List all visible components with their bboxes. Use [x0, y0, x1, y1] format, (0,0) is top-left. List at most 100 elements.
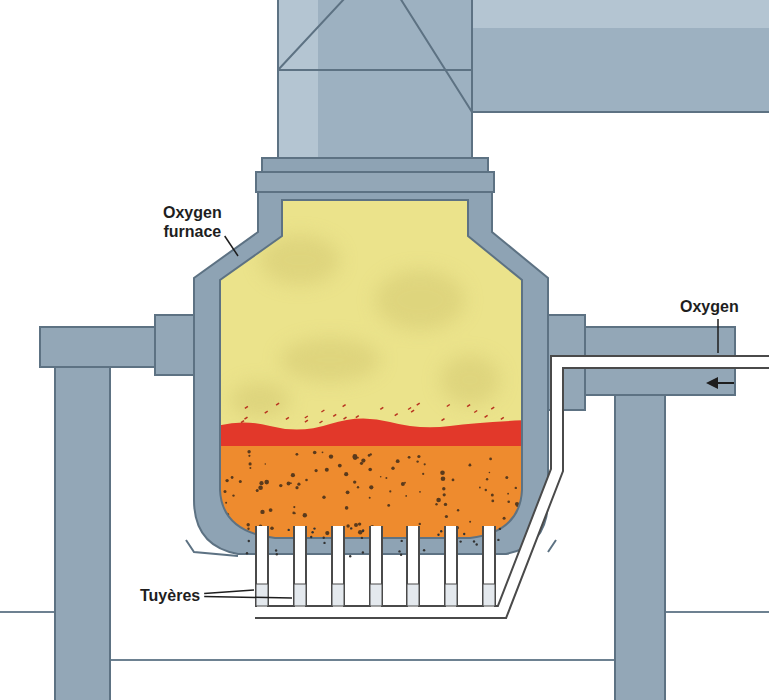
bubble-dot: [435, 503, 437, 505]
bubble-dot: [269, 508, 273, 512]
drawing-part: [230, 235, 500, 418]
leader-line: [204, 597, 292, 599]
spark-mark: [467, 405, 470, 407]
drawing-part: [255, 362, 769, 612]
bubble-dot: [247, 528, 249, 530]
bubble-dot: [323, 542, 325, 544]
bubble-dot: [362, 551, 364, 553]
bubble-dot: [419, 491, 421, 493]
leader-line: [717, 319, 719, 353]
bubble-dot: [291, 473, 295, 477]
bubble-dot: [368, 468, 372, 472]
bubble-dot: [509, 527, 513, 531]
spark-mark: [344, 417, 347, 419]
bubble-dot: [338, 464, 342, 468]
bubble-dot: [459, 540, 461, 542]
bubble-dot: [515, 487, 517, 489]
bubble-dot: [361, 537, 363, 539]
drawing-part: [278, 0, 472, 164]
bubble-dot: [303, 513, 307, 517]
bubble-dot: [360, 462, 363, 465]
bubble-dot: [440, 470, 445, 475]
spark-mark: [265, 411, 268, 413]
drawing-part: [110, 659, 615, 661]
spark-mark: [320, 421, 323, 423]
drawing-part: [470, 111, 769, 113]
bubble-dot: [445, 515, 448, 518]
bubble-dot: [260, 510, 264, 514]
bubble-dot: [325, 468, 329, 472]
bubble-dot: [232, 494, 234, 496]
bubble-dot: [239, 480, 242, 483]
drawing-part: [470, 0, 769, 28]
bubble-dot: [437, 534, 439, 536]
bubble-dot: [275, 549, 277, 551]
bubble-dot: [362, 530, 364, 532]
tuyere-tube: [333, 526, 343, 612]
spark-mark: [305, 420, 308, 422]
drawing-part: [55, 367, 110, 700]
tuyere-tube: [482, 526, 496, 612]
bubble-dot: [419, 523, 421, 525]
bubble-dot: [224, 490, 227, 493]
bubble-dot: [313, 527, 315, 529]
bubble-dot: [485, 489, 487, 491]
bubble-dot: [389, 490, 391, 492]
bubble-dot: [248, 540, 250, 542]
spark-mark: [245, 406, 248, 408]
spark-mark: [447, 405, 450, 407]
drawing-part: [220, 200, 522, 538]
bubble-dot: [405, 495, 407, 497]
spark-mark: [442, 419, 445, 421]
drawing-part: [210, 195, 530, 545]
bubble-dot: [387, 504, 390, 507]
bubble-dot: [417, 455, 420, 458]
bubble-dot: [441, 476, 446, 481]
bubble-dot: [346, 524, 349, 527]
bubble-dot: [408, 456, 411, 459]
bubble-dot: [313, 451, 317, 455]
drawing-part: [262, 158, 488, 172]
bubble-dot: [248, 455, 250, 457]
bubble-dot: [265, 463, 267, 465]
bubble-dot: [354, 523, 358, 527]
drawing-part: [716, 382, 734, 384]
bubble-dot: [357, 486, 359, 488]
bubble-dot: [473, 540, 475, 542]
bubble-dot: [452, 479, 455, 482]
bubble-dot: [400, 554, 402, 556]
drawing-part: [194, 192, 548, 554]
tuyere-tip: [256, 584, 268, 606]
bubble-dot: [349, 555, 351, 557]
bubble-dot: [489, 472, 491, 474]
bubble-dot: [344, 472, 348, 476]
spark-mark: [408, 408, 411, 410]
tuyere-tip: [370, 584, 382, 606]
bubble-dot: [369, 497, 371, 499]
bubble-dot: [305, 479, 308, 482]
tuyere-tube: [257, 526, 267, 612]
bubble-dots: [224, 450, 520, 535]
bubble-dot: [322, 496, 325, 499]
spark-mark: [305, 416, 308, 418]
bubble-dot: [258, 486, 263, 491]
spark-mark: [491, 407, 494, 409]
drawing-part: [706, 377, 718, 389]
bubble-dot: [404, 482, 406, 484]
spark-mark: [380, 407, 383, 409]
bubble-dot: [369, 485, 373, 489]
spark-mark: [343, 405, 346, 407]
bubble-dot: [440, 530, 442, 532]
tuyere-tube: [255, 526, 269, 612]
bubble-dot: [247, 450, 250, 453]
drawing-part: [256, 172, 494, 192]
bubble-dot: [353, 454, 358, 459]
bubble-dot: [486, 478, 488, 480]
spark-mark: [474, 411, 477, 413]
bubble-dot: [310, 536, 312, 538]
drawing-part: [0, 611, 55, 613]
bubble-dot: [476, 543, 478, 545]
drawing-part: [470, 0, 769, 112]
